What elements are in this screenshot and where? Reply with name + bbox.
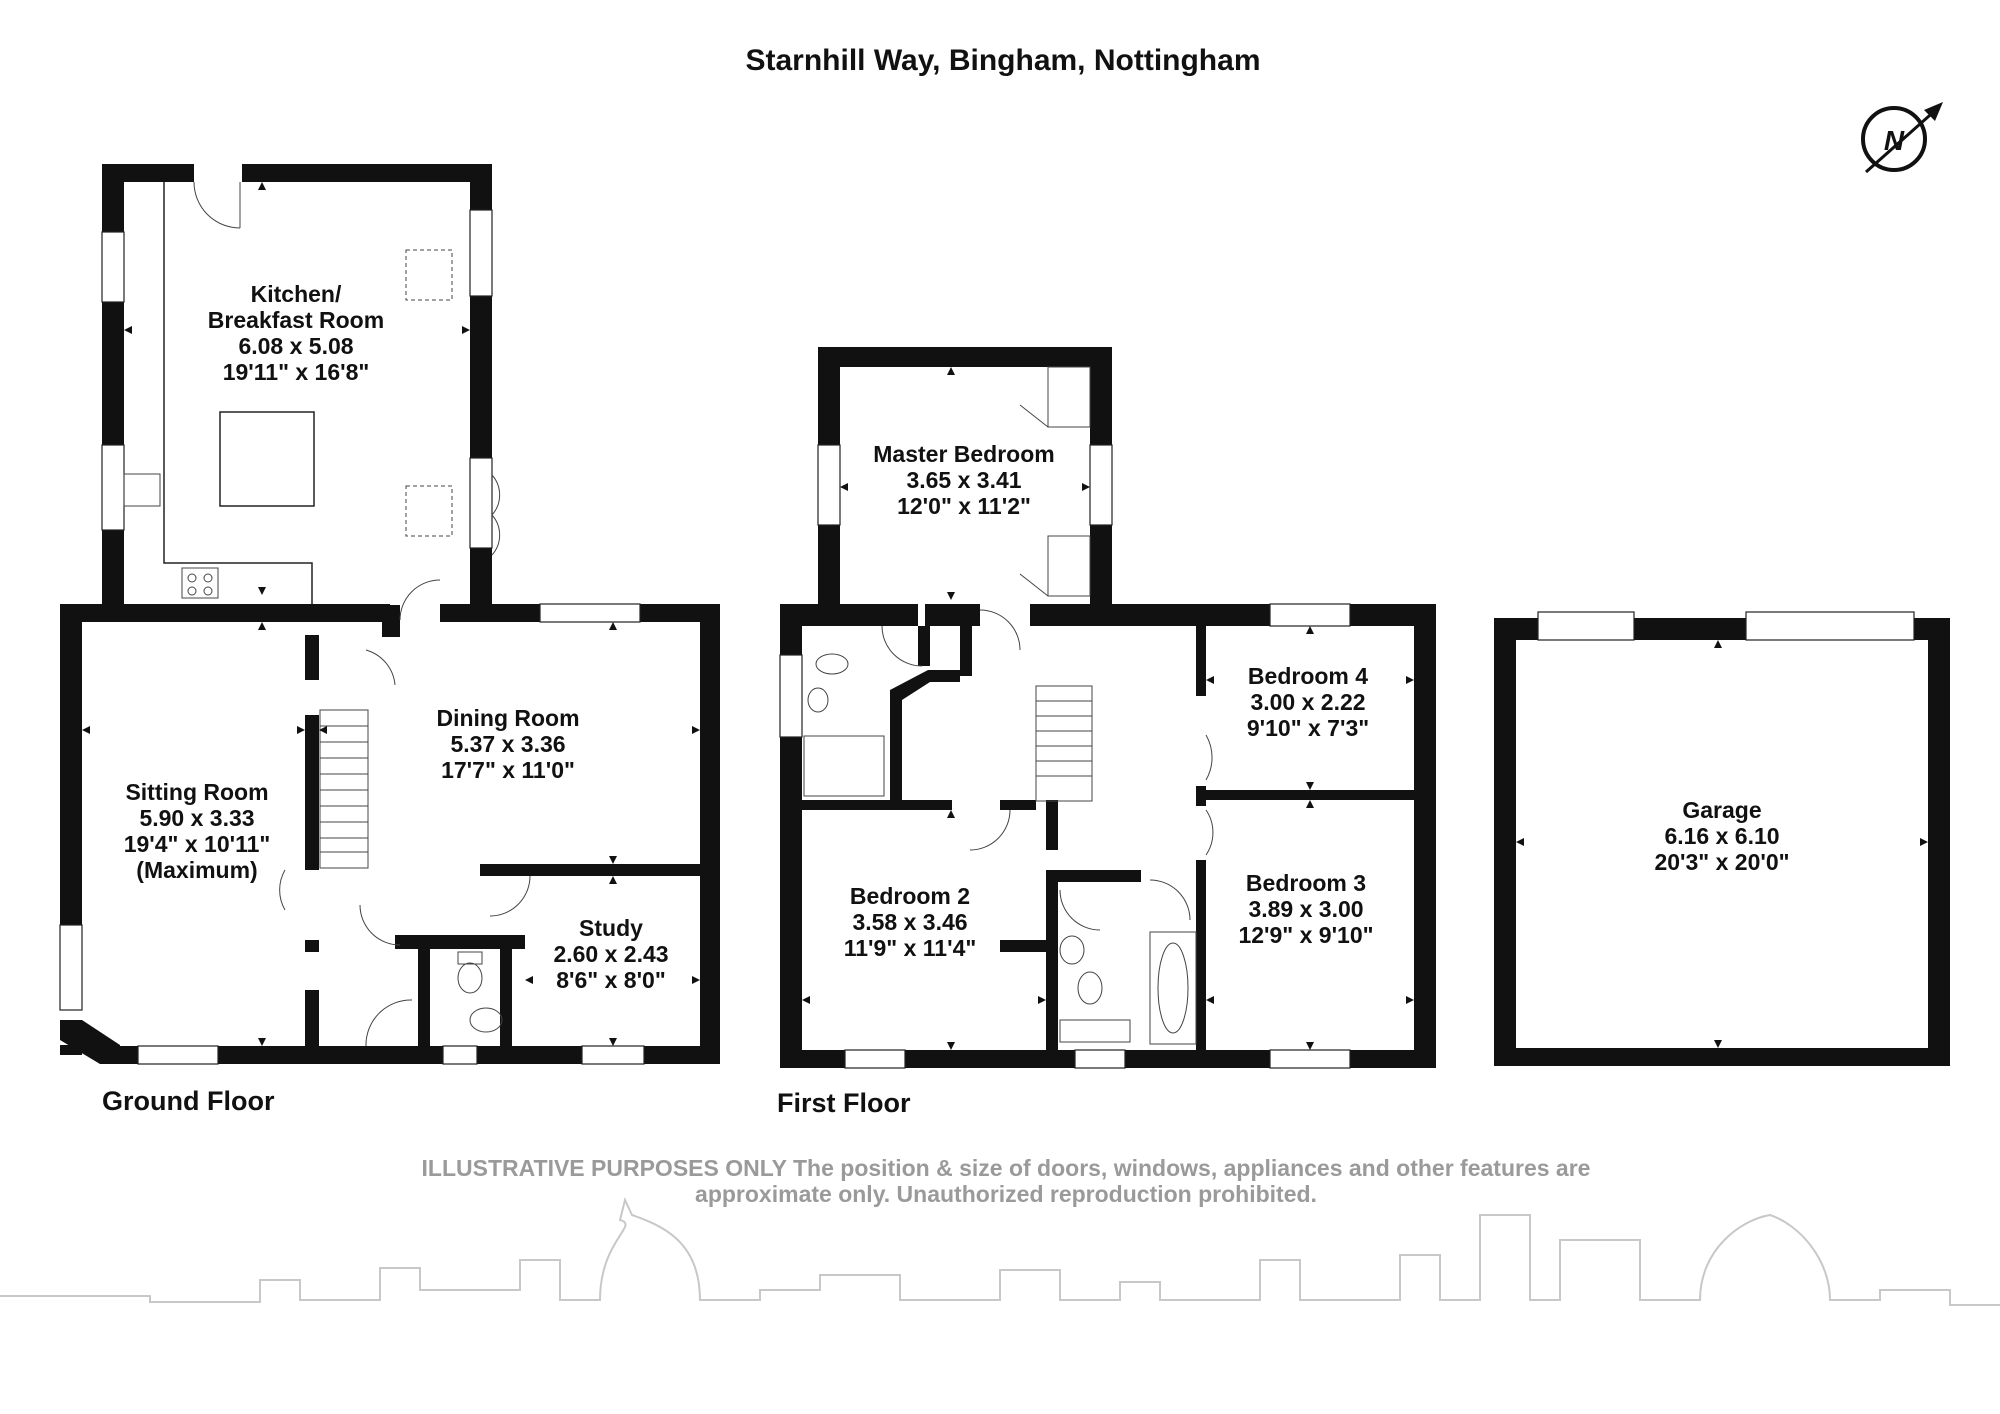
room-label-line: Bedroom 4 (1248, 663, 1368, 689)
room-label-line: Study (579, 915, 643, 941)
room-label-line: Master Bedroom (873, 441, 1054, 467)
room-label-line: 3.00 x 2.22 (1250, 689, 1365, 715)
floor-label-first: First Floor (777, 1088, 911, 1118)
disclaimer-line-2: approximate only. Unauthorized reproduct… (695, 1181, 1317, 1207)
room-label-line: Breakfast Room (208, 307, 384, 333)
ground-floor-plan (59, 164, 720, 1065)
floor-label-ground: Ground Floor (102, 1086, 275, 1116)
room-label-line: 12'0" x 11'2" (897, 493, 1031, 519)
room-label-line: Sitting Room (125, 779, 268, 805)
disclaimer-line-1: ILLUSTRATIVE PURPOSES ONLY The position … (422, 1155, 1591, 1181)
room-label-line: Dining Room (436, 705, 579, 731)
room-label-line: Bedroom 3 (1246, 870, 1366, 896)
room-label-line: 3.58 x 3.46 (852, 909, 967, 935)
plan-title: Starnhill Way, Bingham, Nottingham (745, 44, 1260, 77)
room-label-line: Garage (1682, 797, 1761, 823)
room-label-line: Bedroom 2 (850, 883, 970, 909)
room-label-line: 5.90 x 3.33 (139, 805, 254, 831)
room-label-line: (Maximum) (136, 857, 257, 883)
room-label-line: 17'7" x 11'0" (441, 757, 575, 783)
room-label-line: 3.65 x 3.41 (906, 467, 1021, 493)
room-label-line: 8'6" x 8'0" (556, 967, 666, 993)
north-compass-icon: N (1861, 102, 1943, 174)
room-label-line: Kitchen/ (251, 281, 342, 307)
city-skyline-graphic (0, 1197, 2000, 1306)
room-label-line: 6.16 x 6.10 (1664, 823, 1779, 849)
room-label-line: 12'9" x 9'10" (1238, 922, 1373, 948)
room-label-line: 5.37 x 3.36 (450, 731, 565, 757)
compass-label: N (1884, 125, 1905, 156)
room-label-line: 19'11" x 16'8" (223, 359, 370, 385)
room-label-line: 3.89 x 3.00 (1248, 896, 1363, 922)
room-label-line: 6.08 x 5.08 (238, 333, 353, 359)
room-label-line: 2.60 x 2.43 (553, 941, 668, 967)
first-floor-plan (779, 347, 1436, 1069)
room-label-line: 19'4" x 10'11" (124, 831, 271, 857)
room-label-line: 20'3" x 20'0" (1654, 849, 1789, 875)
room-label-line: 9'10" x 7'3" (1247, 715, 1369, 741)
room-label-line: 11'9" x 11'4" (844, 935, 977, 961)
garage-plan (1494, 611, 1950, 1066)
